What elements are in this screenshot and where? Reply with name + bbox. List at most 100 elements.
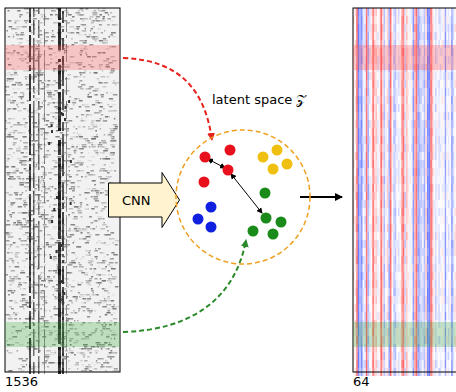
noise-stroke <box>78 28 79 30</box>
noise-stroke <box>54 34 55 36</box>
noise-stroke <box>27 188 28 190</box>
noise-stroke <box>16 274 19 276</box>
noise-stroke <box>82 144 87 146</box>
noise-stroke <box>13 124 17 126</box>
noise-stroke <box>104 82 108 84</box>
noise-stroke <box>75 12 79 14</box>
noise-stroke <box>70 138 73 140</box>
noise-stroke <box>7 154 12 156</box>
noise-stroke <box>6 136 10 138</box>
noise-stroke <box>111 232 113 234</box>
noise-stroke <box>109 286 111 288</box>
noise-stroke <box>85 40 87 42</box>
noise-stroke <box>68 214 70 216</box>
noise-stroke <box>23 142 28 144</box>
noise-stroke <box>7 30 9 32</box>
noise-stroke <box>100 106 104 108</box>
noise-stroke <box>85 254 90 256</box>
noise-stroke <box>81 232 83 234</box>
noise-stroke <box>9 276 11 278</box>
noise-stroke <box>107 298 110 300</box>
noise-stroke <box>9 122 11 124</box>
noise-stroke <box>81 282 83 284</box>
noise-stroke <box>87 232 90 234</box>
noise-stroke <box>18 238 20 240</box>
noise-stroke <box>108 270 110 272</box>
noise-stroke <box>41 308 42 310</box>
noise-stroke <box>70 234 75 236</box>
noise-stroke <box>26 152 28 154</box>
noise-stroke <box>106 304 108 306</box>
noise-stroke <box>53 22 57 24</box>
noise-stroke <box>11 282 15 284</box>
noise-stroke <box>99 300 104 302</box>
noise-stroke <box>71 100 76 102</box>
noise-stroke <box>95 40 97 42</box>
noise-stroke <box>41 176 43 178</box>
noise-stroke <box>80 204 81 206</box>
noise-stroke <box>24 146 27 148</box>
noise-stroke <box>53 94 56 96</box>
noise-stroke <box>81 306 86 308</box>
noise-stroke <box>89 34 91 36</box>
noise-stroke <box>41 266 44 268</box>
noise-stroke <box>103 86 107 88</box>
noise-stroke <box>107 308 111 310</box>
noise-stroke <box>79 206 81 208</box>
noise-stroke <box>70 272 72 274</box>
noise-stroke <box>98 28 101 30</box>
noise-stroke <box>103 252 105 254</box>
noise-stroke <box>103 118 104 120</box>
noise-stroke <box>107 24 110 26</box>
noise-stroke <box>48 188 49 190</box>
noise-stroke <box>31 112 33 114</box>
noise-stroke <box>96 258 97 260</box>
noise-stroke <box>11 156 13 158</box>
noise-stroke <box>101 348 103 350</box>
noise-stroke <box>20 198 22 200</box>
noise-stroke <box>51 10 56 12</box>
noise-stroke <box>108 348 109 350</box>
noise-stroke <box>13 108 16 110</box>
noise-stroke <box>53 270 58 272</box>
noise-stroke <box>76 146 78 148</box>
noise-stroke <box>81 348 84 350</box>
noise-stroke <box>37 42 42 44</box>
noise-stroke <box>17 350 19 352</box>
noise-stroke <box>42 292 44 294</box>
noise-stroke <box>35 200 36 202</box>
noise-stroke <box>99 20 103 22</box>
noise-stroke <box>22 124 26 126</box>
noise-stroke <box>18 124 23 126</box>
noise-stroke <box>73 240 75 242</box>
noise-stroke <box>111 252 114 254</box>
noise-stroke <box>91 120 93 122</box>
noise-stroke <box>23 308 25 310</box>
noise-stroke <box>109 128 113 130</box>
noise-stroke <box>88 192 90 194</box>
noise-stroke <box>108 110 113 112</box>
noise-stroke <box>95 130 97 132</box>
noise-stroke <box>85 208 88 210</box>
noise-stroke <box>79 264 82 266</box>
noise-stroke <box>91 144 93 146</box>
noise-stroke <box>52 160 57 162</box>
noise-stroke <box>49 206 51 208</box>
noise-stroke <box>26 276 28 278</box>
noise-stroke <box>85 88 87 90</box>
noise-stroke <box>80 138 83 140</box>
noise-stroke <box>91 308 93 310</box>
noise-stroke <box>22 304 27 306</box>
noise-stroke <box>41 190 42 192</box>
noise-stroke <box>85 274 88 276</box>
noise-stroke <box>91 208 94 210</box>
noise-stroke <box>21 162 26 164</box>
noise-stroke <box>48 94 52 96</box>
noise-stroke <box>95 18 97 20</box>
noise-stroke <box>102 18 104 20</box>
noise-stroke <box>112 294 115 296</box>
noise-stroke <box>78 292 80 294</box>
noise-stroke <box>13 36 15 38</box>
noise-stroke <box>41 88 44 90</box>
noise-stroke <box>97 102 100 104</box>
